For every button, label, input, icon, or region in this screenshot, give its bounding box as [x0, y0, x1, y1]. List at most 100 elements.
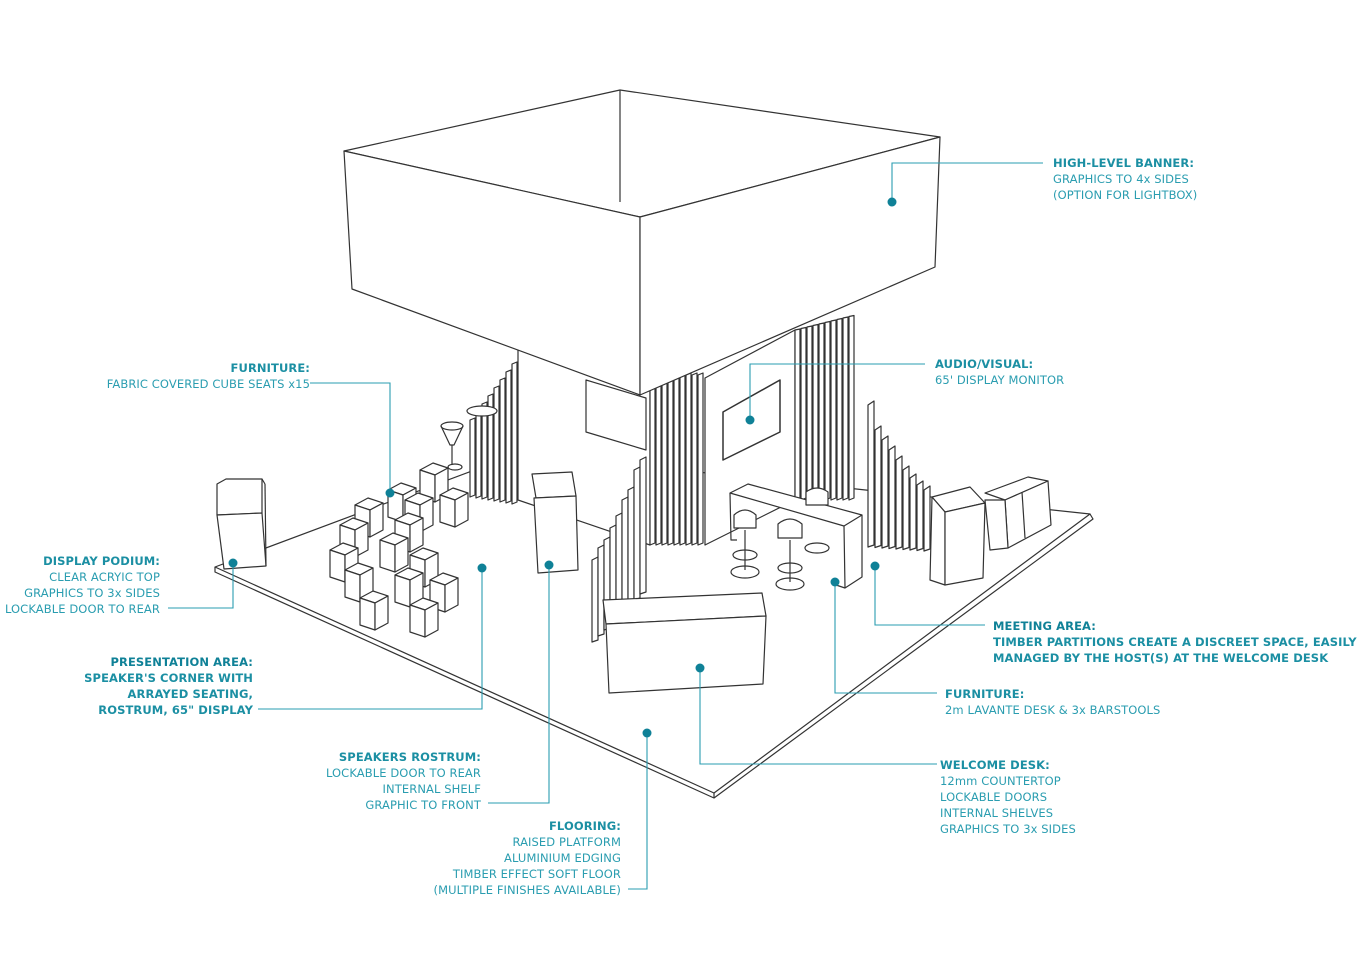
label-line: GRAPHICS TO 4x SIDES — [1053, 172, 1189, 186]
welcome-desk — [602, 592, 767, 694]
dot-podium — [228, 558, 238, 568]
cube-side — [424, 602, 439, 638]
cube-side — [369, 502, 384, 538]
slat — [842, 316, 849, 501]
label-flooring: FLOORING: RAISED PLATFORM ALUMINIUM EDGI… — [433, 818, 621, 898]
label-line: (MULTIPLE FINISHES AVAILABLE) — [433, 883, 621, 897]
dot-meeting — [870, 561, 880, 571]
slat — [818, 322, 825, 501]
label-title: AUDIO/VISUAL: — [935, 357, 1034, 371]
slat — [493, 385, 500, 502]
slat — [475, 409, 482, 499]
slat — [673, 372, 680, 546]
label-line: TIMBER PARTITIONS CREATE A DISCREET SPAC… — [993, 635, 1357, 649]
partition-fin — [888, 445, 896, 550]
label-line: GRAPHICS TO 3x SIDES — [24, 586, 160, 600]
slat — [824, 320, 831, 501]
slat — [649, 372, 656, 546]
slat — [830, 319, 837, 501]
dot-welcome — [695, 663, 705, 673]
slat — [667, 372, 674, 546]
cube-seats — [329, 462, 469, 638]
slat — [697, 372, 704, 546]
high-level-banner — [343, 89, 941, 396]
partition-fin — [639, 456, 647, 595]
partition-fin — [633, 466, 641, 601]
label-furniture-cubes: FURNITURE: FABRIC COVERED CUBE SEATS x15 — [107, 360, 310, 392]
label-line: LOCKABLE DOOR TO REAR — [4, 602, 160, 616]
label-line: ARRAYED SEATING, — [127, 687, 253, 701]
stepped-partition-right — [867, 400, 931, 552]
label-line: SPEAKER'S CORNER WITH — [84, 671, 253, 685]
slat — [679, 372, 686, 546]
lavante-desk — [729, 483, 863, 589]
label-line: INTERNAL SHELVES — [940, 806, 1054, 820]
slat — [481, 401, 488, 500]
dot-presentation — [477, 563, 487, 573]
cube-side — [374, 595, 389, 631]
cube-side — [394, 537, 409, 573]
label-line: 65' DISPLAY MONITOR — [935, 373, 1065, 387]
slat — [812, 323, 819, 501]
slat — [487, 393, 494, 501]
cocktail-tables — [440, 405, 498, 471]
slat — [661, 372, 668, 546]
dot-rostrum — [544, 560, 554, 570]
label-title: DISPLAY PODIUM: — [43, 554, 160, 568]
slat-column-right — [794, 314, 855, 501]
slat — [806, 325, 813, 501]
label-high-level-banner: HIGH-LEVEL BANNER: GRAPHICS TO 4x SIDES … — [1053, 155, 1197, 203]
slat — [685, 372, 692, 546]
label-line: (OPTION FOR LIGHTBOX) — [1053, 188, 1198, 202]
label-line: 2m LAVANTE DESK & 3x BARSTOOLS — [945, 703, 1161, 717]
partition-fin — [909, 473, 917, 551]
label-title: WELCOME DESK: — [940, 758, 1050, 772]
label-line: TIMBER EFFECT SOFT FLOOR — [452, 867, 621, 881]
label-line: ALUMINIUM EDGING — [504, 851, 621, 865]
partition-fin — [881, 435, 889, 549]
partition-fin — [895, 455, 903, 550]
cube-side — [394, 574, 411, 608]
slat — [794, 328, 801, 501]
label-line: MANAGED BY THE HOST(S) AT THE WELCOME DE… — [993, 651, 1329, 665]
slat — [848, 314, 855, 501]
slat — [511, 361, 518, 505]
cube-side — [444, 577, 459, 613]
partition-fin — [597, 544, 605, 637]
partition-fin — [621, 496, 629, 613]
cube-side — [359, 597, 376, 631]
label-line: FABRIC COVERED CUBE SEATS x15 — [106, 377, 310, 391]
partition-fin — [627, 486, 635, 607]
cube-side — [379, 539, 396, 573]
label-line: ROSTRUM, 65" DISPLAY — [98, 703, 253, 717]
label-title: FURNITURE: — [945, 687, 1025, 701]
label-line: INTERNAL SHELF — [382, 782, 481, 796]
dot-monitor — [745, 415, 755, 425]
partition-fin — [916, 480, 924, 552]
stepped-partition-front — [591, 456, 647, 643]
dot-flooring — [642, 728, 652, 738]
label-meeting-area: MEETING AREA: TIMBER PARTITIONS CREATE A… — [993, 618, 1357, 666]
partition-fin — [867, 400, 875, 548]
partition-fin — [902, 465, 910, 551]
barstools — [730, 487, 830, 591]
slat — [499, 377, 506, 503]
label-line: GRAPHIC TO FRONT — [365, 798, 481, 812]
label-line: CLEAR ACRYIC TOP — [49, 570, 160, 584]
label-audio-visual: AUDIO/VISUAL: 65' DISPLAY MONITOR — [935, 356, 1064, 388]
label-title: HIGH-LEVEL BANNER: — [1053, 156, 1195, 170]
partition-fin — [874, 425, 882, 549]
partition-fin — [923, 485, 931, 552]
callout-dots — [228, 197, 897, 738]
label-welcome-desk: WELCOME DESK: 12mm COUNTERTOP LOCKABLE D… — [940, 757, 1076, 837]
label-title: SPEAKERS ROSTRUM: — [338, 750, 481, 764]
dot-cube-seats — [385, 488, 395, 498]
label-line: 12mm COUNTERTOP — [940, 774, 1061, 788]
display-podium — [216, 478, 267, 570]
cube-side — [329, 549, 346, 583]
label-speakers-rostrum: SPEAKERS ROSTRUM: LOCKABLE DOOR TO REAR … — [326, 749, 481, 813]
cube-side — [454, 492, 469, 528]
slat — [505, 369, 512, 504]
label-line: LOCKABLE DOOR TO REAR — [325, 766, 481, 780]
